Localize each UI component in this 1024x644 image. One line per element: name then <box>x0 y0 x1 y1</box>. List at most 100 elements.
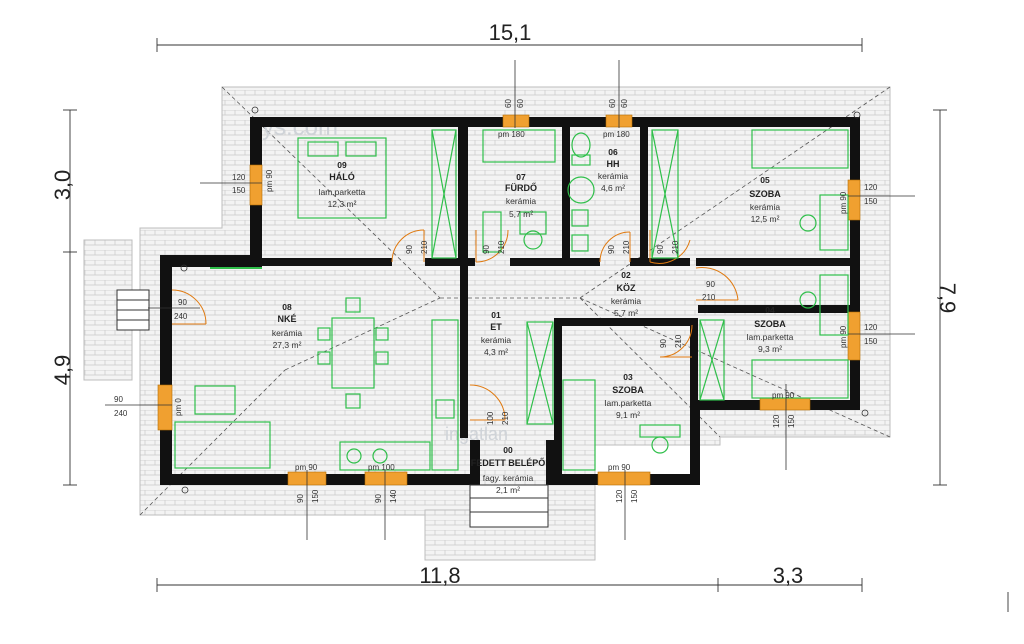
svg-text:12,5 m²: 12,5 m² <box>751 214 780 224</box>
room-01-label: 01 ET kerámia 4,3 m² <box>481 310 512 357</box>
window-bottom-2 <box>364 471 408 486</box>
window-bottom-3 <box>597 471 651 486</box>
svg-text:210: 210 <box>671 240 680 254</box>
room-07-label: 07 FÜRDŐ kerámia 5,7 m² <box>505 172 537 219</box>
svg-text:SZOBA: SZOBA <box>612 385 644 395</box>
svg-text:kerámia: kerámia <box>272 328 303 338</box>
svg-text:HÁLÓ: HÁLÓ <box>329 171 355 182</box>
svg-text:210: 210 <box>622 240 631 254</box>
svg-text:pm 180: pm 180 <box>498 130 525 139</box>
svg-text:SZOBA: SZOBA <box>754 319 786 329</box>
entry-steps <box>116 289 549 528</box>
room-00-label: 00 FEDETT BELÉPŐ fagy. kerámia 2,1 m² <box>471 445 546 495</box>
svg-text:pm 0: pm 0 <box>174 398 183 416</box>
svg-text:120: 120 <box>864 183 878 192</box>
wardrobe-01 <box>526 321 554 425</box>
room-06-label: 06 HH kerámia 4,6 m² <box>598 147 629 193</box>
svg-text:08: 08 <box>282 302 292 312</box>
svg-text:2,1 m²: 2,1 m² <box>496 485 520 495</box>
kitchen-counter <box>431 319 459 471</box>
svg-text:90: 90 <box>607 245 616 254</box>
svg-text:27,3 m²: 27,3 m² <box>273 340 302 350</box>
svg-text:90: 90 <box>656 245 665 254</box>
svg-text:pm 90: pm 90 <box>839 325 848 348</box>
svg-text:lam.parketta: lam.parketta <box>605 398 652 408</box>
svg-text:90: 90 <box>296 494 305 503</box>
svg-text:150: 150 <box>630 489 639 503</box>
svg-text:120: 120 <box>615 489 624 503</box>
dim-bottom-left: 11,8 <box>419 563 460 588</box>
svg-text:150: 150 <box>311 489 320 503</box>
svg-text:pm 180: pm 180 <box>603 130 630 139</box>
svg-text:210: 210 <box>702 293 716 302</box>
svg-text:240: 240 <box>174 312 188 321</box>
room-03-label: 03 SZOBA lam.parketta 9,1 m² <box>605 372 652 420</box>
svg-text:60: 60 <box>608 99 617 108</box>
svg-text:90: 90 <box>482 245 491 254</box>
dim-left-lower: 4,9 <box>50 355 75 386</box>
svg-text:150: 150 <box>864 337 878 346</box>
room-04-label: 04 SZOBA lam.parketta 9,3 m² <box>747 305 794 354</box>
svg-text:90: 90 <box>659 339 668 348</box>
svg-text:lam.parketta: lam.parketta <box>319 187 366 197</box>
coffee-table <box>194 385 236 415</box>
svg-text:FÜRDŐ: FÜRDŐ <box>505 182 537 193</box>
svg-text:kerámia: kerámia <box>598 171 629 181</box>
svg-text:pm 90: pm 90 <box>295 463 318 472</box>
svg-text:120: 120 <box>772 414 781 428</box>
svg-text:03: 03 <box>623 372 633 382</box>
wardrobe-05 <box>651 129 679 259</box>
svg-text:HH: HH <box>607 159 620 169</box>
svg-text:09: 09 <box>337 160 347 170</box>
room-09-label: 09 HÁLÓ lam.parketta 12,3 m² <box>319 160 366 209</box>
svg-text:FEDETT BELÉPŐ: FEDETT BELÉPŐ <box>471 457 546 468</box>
svg-text:04: 04 <box>765 305 775 315</box>
opening-labels: 60 60 pm 180 60 60 pm 180 120 150 pm 90 … <box>114 99 878 503</box>
svg-text:90: 90 <box>706 280 715 289</box>
svg-text:01: 01 <box>491 310 501 320</box>
svg-text:pm 90: pm 90 <box>608 463 631 472</box>
window-r05 <box>847 179 861 221</box>
window-r04 <box>847 311 861 361</box>
svg-text:120: 120 <box>232 173 246 182</box>
svg-text:lam.parketta: lam.parketta <box>747 332 794 342</box>
wardrobe-04 <box>699 319 725 401</box>
svg-text:100: 100 <box>486 411 495 425</box>
svg-text:kerámia: kerámia <box>611 296 642 306</box>
bathtub <box>482 129 556 163</box>
room-02-label: 02 KÖZ kerámia 5,7 m² <box>611 270 642 318</box>
dim-bottom-right: 3,3 <box>773 563 804 588</box>
svg-text:00: 00 <box>503 445 513 455</box>
svg-text:NKÉ: NKÉ <box>277 314 296 324</box>
svg-text:9,3 m²: 9,3 m² <box>758 344 782 354</box>
svg-text:150: 150 <box>864 197 878 206</box>
bed-05 <box>751 129 849 169</box>
svg-text:60: 60 <box>516 99 525 108</box>
svg-text:60: 60 <box>504 99 513 108</box>
svg-text:4,6 m²: 4,6 m² <box>601 183 625 193</box>
svg-text:KÖZ: KÖZ <box>617 283 637 293</box>
dim-right-height: 7,9 <box>935 283 960 314</box>
room-05-label: 05 SZOBA kerámia 12,5 m² <box>749 175 781 224</box>
svg-text:4,3 m²: 4,3 m² <box>484 347 508 357</box>
svg-text:pm 90: pm 90 <box>839 191 848 214</box>
double-bed <box>297 137 387 219</box>
svg-text:210: 210 <box>501 411 510 425</box>
svg-text:240: 240 <box>114 409 128 418</box>
window-top-1 <box>502 114 530 128</box>
svg-text:fagy. kerámia: fagy. kerámia <box>483 473 534 483</box>
svg-text:ET: ET <box>490 322 502 332</box>
wardrobe-09 <box>431 129 457 259</box>
svg-text:kerámia: kerámia <box>750 202 781 212</box>
svg-text:02: 02 <box>621 270 631 280</box>
desk-05 <box>819 194 849 251</box>
svg-text:pm 100: pm 100 <box>368 463 395 472</box>
svg-text:kerámia: kerámia <box>481 335 512 345</box>
room-08-label: 08 NKÉ kerámia 27,3 m² <box>272 302 303 350</box>
bed-04 <box>751 359 849 399</box>
detail-dots <box>180 106 869 494</box>
dim-top-width: 15,1 <box>489 20 532 45</box>
svg-text:150: 150 <box>232 186 246 195</box>
svg-text:210: 210 <box>420 240 429 254</box>
